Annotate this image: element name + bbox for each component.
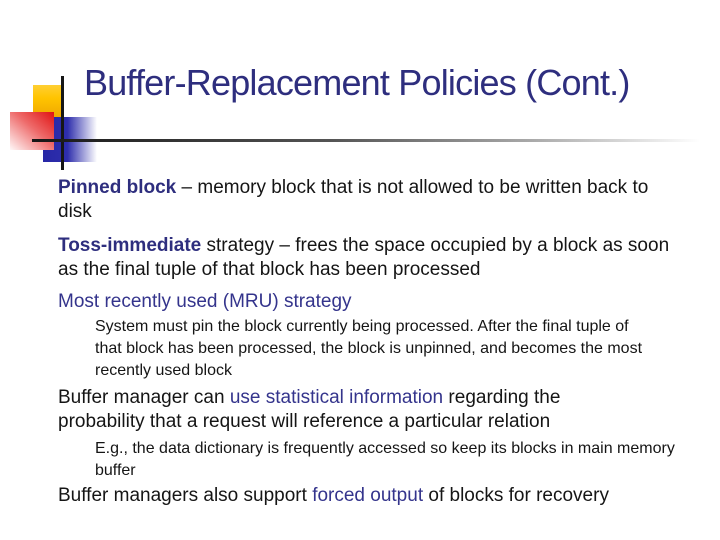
- bullet-square-blue-icon: [38, 484, 58, 492]
- bullet-item-pinned-block: Pinned block – memory block that is not …: [38, 176, 720, 224]
- sub-bullet-text: E.g., the data dictionary is frequently …: [95, 438, 680, 482]
- term-pinned-block: Pinned block: [58, 177, 177, 198]
- bullet-square-blue-icon: [38, 290, 58, 298]
- sub-bullet-item-data-dictionary: E.g., the data dictionary is frequently …: [78, 438, 720, 482]
- bullet-text: Buffer manager can use statistical infor…: [58, 386, 598, 434]
- crosshair-vertical-line: [61, 76, 64, 170]
- bullet-text-segment: – memory block that is not allowed to be…: [58, 177, 649, 222]
- sub-bullet-text: System must pin the block currently bein…: [95, 316, 650, 382]
- bullet-item-toss-immediate: Toss-immediate strategy – frees the spac…: [38, 234, 720, 282]
- bullet-text: Toss-immediate strategy – frees the spac…: [58, 234, 670, 282]
- term-use-statistical-information: use statistical information: [229, 387, 444, 408]
- term-mru-strategy: Most recently used (MRU) strategy: [58, 291, 352, 312]
- bullet-item-forced-output: Buffer managers also support forced outp…: [38, 484, 720, 508]
- bullet-text: Pinned block – memory block that is not …: [58, 176, 680, 224]
- bullet-text-segment: regarding the probability that a request…: [58, 387, 561, 432]
- bullet-square-red-icon: [78, 316, 95, 324]
- bullet-text-segment: strategy – frees the space occupied by a…: [58, 235, 670, 280]
- accent-red-square: [10, 112, 54, 150]
- slide-body: Pinned block – memory block that is not …: [0, 176, 720, 508]
- sub-bullet-item-system-pin: System must pin the block currently bein…: [78, 316, 720, 382]
- bullet-text: Buffer managers also support forced outp…: [58, 484, 609, 508]
- bullet-square-red-icon: [78, 438, 95, 446]
- title-underline-gradient: [32, 139, 700, 142]
- bullet-square-blue-icon: [38, 176, 58, 184]
- bullet-text-segment: Buffer manager can: [58, 387, 230, 408]
- bullet-item-statistical-info: Buffer manager can use statistical infor…: [38, 386, 720, 434]
- sub-bullet-text-segment: System must pin the block currently bein…: [95, 318, 643, 379]
- bullet-square-blue-icon: [38, 234, 58, 242]
- slide-title: Buffer-Replacement Policies (Cont.): [84, 62, 630, 103]
- bullet-text-segment: of blocks for recovery: [423, 485, 609, 506]
- bullet-square-blue-icon: [38, 386, 58, 394]
- bullet-item-mru-strategy: Most recently used (MRU) strategy: [38, 290, 720, 314]
- bullet-text: Most recently used (MRU) strategy: [58, 290, 352, 314]
- sub-bullet-text-segment: E.g., the data dictionary is frequently …: [95, 440, 675, 479]
- term-forced-output: forced output: [312, 485, 424, 506]
- bullet-text-segment: Buffer managers also support: [58, 485, 313, 506]
- term-toss-immediate: Toss-immediate: [58, 235, 202, 256]
